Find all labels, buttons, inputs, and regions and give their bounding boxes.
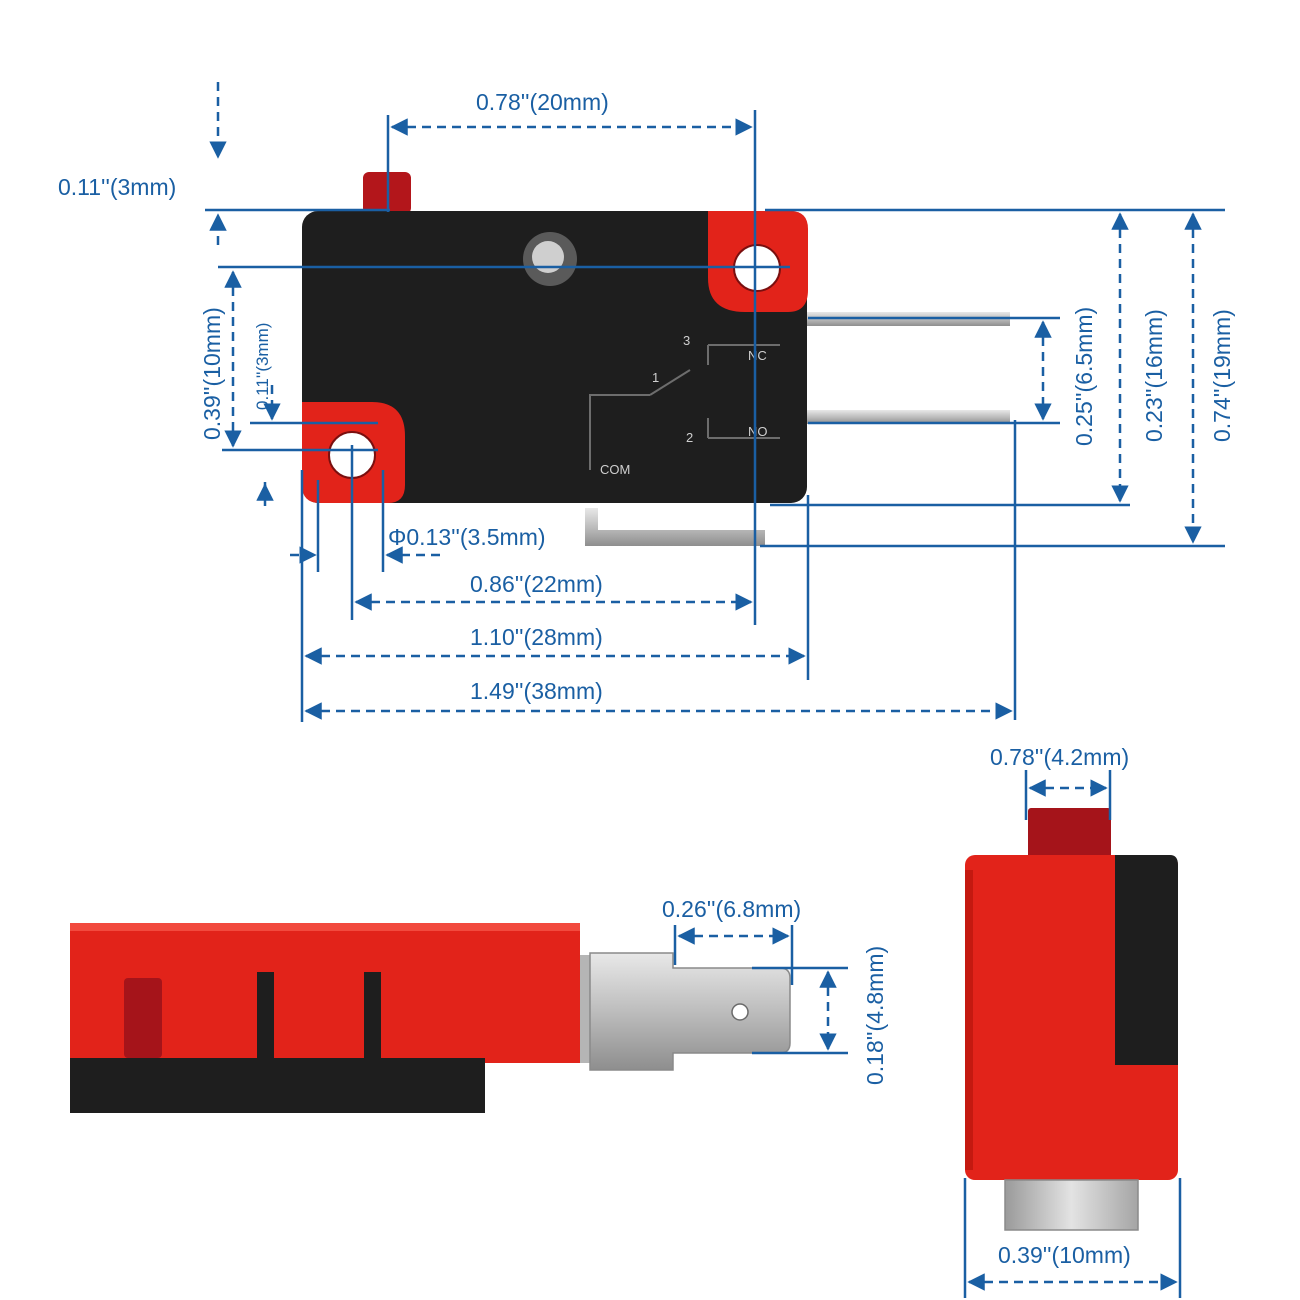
mark-nc: NC	[748, 348, 767, 363]
dim-terminal-pitch: 0.25''(6.5mm)	[1071, 307, 1097, 446]
dim-body-width: 0.39''(10mm)	[998, 1242, 1131, 1268]
side-body-black	[70, 1058, 485, 1113]
end-plunger	[1028, 808, 1111, 858]
terminal-no	[805, 410, 1010, 424]
dim-plunger-width: 0.78''(4.2mm)	[990, 744, 1129, 770]
dim-hole-edge-offset: 0.11''(3mm)	[253, 323, 272, 410]
end-view-dimensions: 0.78''(4.2mm) 0.39''(10mm)	[963, 744, 1182, 1298]
side-view-dimensions: 0.26''(6.8mm) 0.18''(4.8mm)	[662, 896, 888, 1085]
end-terminal	[1004, 1179, 1139, 1231]
end-body-black	[1115, 855, 1178, 1065]
dim-tab-length: 0.26''(6.8mm)	[662, 896, 801, 922]
dim-body-height: 0.23''(16mm)	[1141, 309, 1167, 442]
side-tab-hole	[731, 1003, 749, 1021]
dim-overall-height: 0.74''(19mm)	[1209, 309, 1235, 442]
side-plunger	[124, 978, 162, 1058]
end-view	[965, 808, 1178, 1231]
dim-body-length: 1.10''(28mm)	[470, 624, 603, 650]
dim-tab-width: 0.18''(4.8mm)	[862, 946, 888, 1085]
top-view-dimensions: 0.78''(20mm) 0.11''(3mm) 0.39''(10mm) 0.…	[58, 82, 1235, 722]
dim-mount-hole-spacing-v: 0.39''(10mm)	[199, 307, 225, 440]
dim-hole-spacing-h: 0.86''(22mm)	[470, 571, 603, 597]
mark-com: COM	[600, 462, 630, 477]
switch-body	[302, 211, 807, 503]
dim-plunger-height: 0.11''(3mm)	[58, 174, 176, 200]
mark-t3: 3	[683, 333, 690, 348]
dim-plunger-offset: 0.78''(20mm)	[476, 89, 609, 115]
terminal-com	[585, 508, 765, 546]
mark-t1: 1	[652, 370, 659, 385]
dim-hole-diameter: Φ0.13''(3.5mm)	[388, 524, 546, 550]
mark-no: NO	[748, 424, 768, 439]
mark-t2: 2	[686, 430, 693, 445]
dim-overall-length: 1.49''(38mm)	[470, 678, 603, 704]
side-view	[70, 923, 791, 1113]
top-view: 3 1 2 NC NO COM	[302, 172, 1010, 546]
